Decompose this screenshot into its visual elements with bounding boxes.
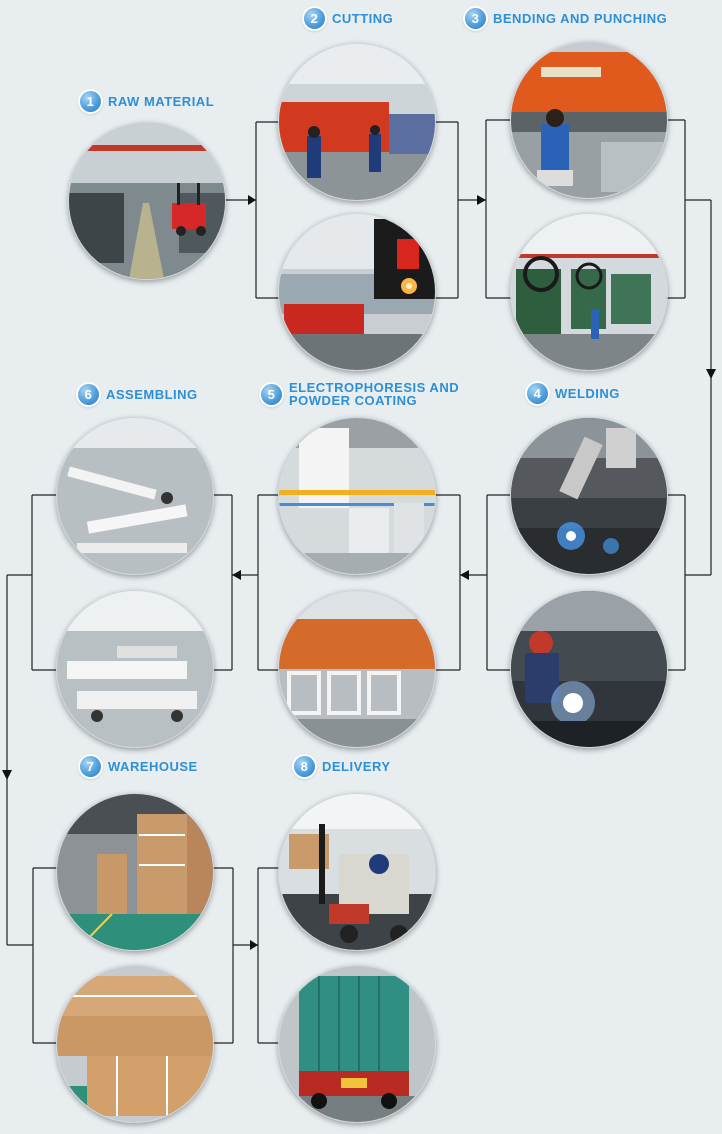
photo-welding-manual-welder — [510, 590, 668, 748]
arrowhead-5 — [232, 570, 241, 580]
step-number-badge: 5 — [261, 383, 282, 405]
arrowhead-6 — [2, 770, 12, 780]
step-number-badge: 2 — [304, 8, 325, 29]
connector-6-to-7 — [6, 494, 58, 1044]
arrowhead-7 — [250, 940, 258, 950]
step-label-delivery: 8 DELIVERY — [294, 756, 391, 777]
arrowhead-1 — [248, 195, 256, 205]
step-title: BENDING AND PUNCHING — [493, 11, 668, 26]
step-title-two-line: ELECTROPHORESIS AND POWDER COATING — [289, 381, 459, 407]
step-label-electrophoresis-powder-coating: 5 ELECTROPHORESIS AND POWDER COATING — [261, 381, 459, 407]
step-number-badge: 3 — [465, 8, 486, 29]
arrowhead-4 — [460, 570, 469, 580]
arrowhead-3 — [706, 369, 716, 379]
step-label-assembling: 6 ASSEMBLING — [78, 384, 198, 405]
photo-electrophoresis-tanks — [278, 417, 436, 575]
photo-punching-press-machines — [510, 213, 668, 371]
connector-7-to-8 — [210, 867, 282, 1044]
step-number-badge: 8 — [294, 756, 315, 777]
step-title-line-2: POWDER COATING — [289, 393, 418, 408]
arrowhead-2 — [477, 195, 486, 205]
step-title: RAW MATERIAL — [108, 94, 215, 109]
photo-cutting-laser-machine — [278, 213, 436, 371]
connector-3-to-4 — [660, 119, 712, 671]
step-title: WELDING — [555, 386, 620, 401]
photo-warehouse-stacked-cartons — [56, 793, 214, 951]
connector-1-to-2 — [225, 121, 282, 299]
step-title: CUTTING — [332, 11, 394, 26]
step-label-welding: 4 WELDING — [527, 383, 620, 404]
connector-4-to-5 — [434, 494, 514, 671]
connector-2-to-3 — [432, 119, 514, 299]
step-number-badge: 1 — [80, 91, 101, 112]
photo-cutting-shearing-machine — [278, 43, 436, 201]
step-title: DELIVERY — [322, 759, 391, 774]
step-title: WAREHOUSE — [108, 759, 198, 774]
photo-warehouse-packed-cartons — [56, 965, 214, 1123]
photo-powder-coating-line — [278, 590, 436, 748]
step-number-badge: 6 — [78, 384, 99, 405]
step-title: ASSEMBLING — [106, 387, 198, 402]
photo-raw-material-factory-hall — [68, 122, 226, 280]
step-label-cutting: 2 CUTTING — [304, 8, 393, 29]
step-title-line-1: ELECTROPHORESIS AND — [289, 380, 460, 395]
photo-delivery-container-truck — [278, 965, 436, 1123]
photo-bending-press-brake — [510, 41, 668, 199]
photo-welding-robot-arm — [510, 417, 668, 575]
step-number-badge: 7 — [80, 756, 101, 777]
step-number-badge: 4 — [527, 383, 548, 404]
step-label-warehouse: 7 WAREHOUSE — [80, 756, 198, 777]
photo-assembling-bed-frames — [56, 417, 214, 575]
photo-delivery-forklift-loading — [278, 793, 436, 951]
connector-5-to-6 — [210, 494, 282, 671]
step-label-raw-material: 1 RAW MATERIAL — [80, 91, 214, 112]
photo-assembling-hospital-beds — [56, 590, 214, 748]
step-label-bending-punching: 3 BENDING AND PUNCHING — [465, 8, 667, 29]
